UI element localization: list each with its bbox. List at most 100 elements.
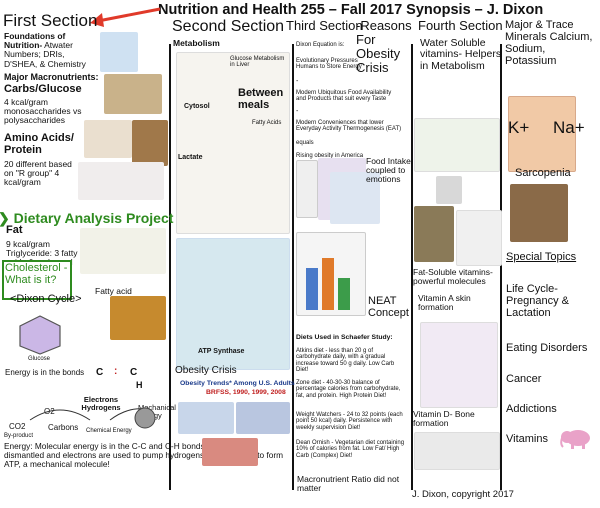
foundations-text: Foundations of Nutrition- Atwater Number… — [4, 31, 100, 69]
quinoa-image — [132, 120, 168, 166]
glucose-label: Glucose — [28, 356, 51, 362]
skin-cells-diagram — [420, 322, 498, 408]
fourth-section-subtitle: Water Soluble vitamins- Helpers in Metab… — [420, 37, 502, 72]
peptide-diagram — [84, 120, 132, 158]
weight-watchers-text: Weight Watchers - 24 to 32 points (each … — [296, 412, 403, 431]
cholesterol-box[interactable]: Cholesterol -What is it? — [2, 260, 72, 300]
triglyceride-diagram — [80, 228, 166, 274]
obesity-map-1990 — [178, 402, 234, 434]
dap-label: Dietary Analysis Project — [13, 210, 174, 226]
evolutionary-pressures: Evolutionary Pressures Humans to Store E… — [296, 58, 362, 71]
co2-label: CO2 — [9, 422, 26, 431]
carbon-label-2: C — [130, 367, 138, 378]
topic-life-cycle: Life Cycle- Pregnancy & Lactation — [506, 283, 569, 319]
copyright-footer: J. Dixon, copyright 2017 — [412, 489, 514, 500]
modern-food-availability: Modern Ubiquitous Food Availability and … — [296, 90, 392, 103]
obesity-trends-title: Obesity Trends* Among U.S. Adults — [180, 380, 295, 387]
vitamin-a-label: Vitamin A skin formation — [418, 293, 471, 313]
cytosol-label: Cytosol — [184, 103, 210, 110]
second-section-heading: Second Section — [172, 18, 285, 35]
amino-heading: Amino Acids/ Protein — [4, 132, 74, 156]
elephant-icon — [560, 430, 590, 449]
byproduct-label: By-product — [4, 433, 34, 439]
obesity-map-1999 — [236, 402, 290, 434]
vitamin-d-label: Vitamin D- Bone formation — [413, 409, 475, 429]
carbon-colon: : — [114, 366, 118, 377]
column-divider-3 — [411, 44, 413, 490]
diets-title: Diets Used in Schaefer Study: — [296, 334, 393, 341]
liver-metabolism-diagram — [176, 52, 290, 234]
electrons-label: Electrons Hydrogens — [81, 395, 121, 413]
glucose-metabolism-label: Glucose Metabolism in Liver — [230, 56, 285, 69]
atp-synthase-label: ATP Synthase — [198, 348, 245, 355]
obesity-bar-chart-1 — [296, 160, 318, 218]
plus-sign-1: - — [296, 78, 299, 85]
dietary-analysis-project[interactable]: ❯ Dietary Analysis Project ❮ — [0, 211, 189, 226]
glucose-ring-icon — [100, 32, 138, 72]
energy-note: Energy: Molecular energy is in the C-C a… — [4, 441, 284, 469]
obesity-map-2008 — [202, 438, 258, 466]
bone-diagram — [414, 432, 500, 470]
dap-arrow-left: ❯ — [0, 210, 14, 226]
fatty-acid-label: Fatty acid — [95, 286, 132, 296]
minerals-heading: Major & Trace Minerals Calcium, Sodium, … — [505, 19, 593, 67]
oatmeal-image — [104, 74, 162, 114]
atkins-diet-text: Atkins diet - less than 20 g of carbohyd… — [296, 348, 395, 374]
oil-bottle-image — [110, 296, 166, 340]
intestinal-cells-image — [508, 96, 576, 172]
between-meals-label: Between meals — [238, 87, 284, 111]
sodium-ion: Na+ — [553, 119, 585, 137]
pyruvate-dehydrogenase-diagram — [414, 118, 500, 172]
column-divider-4 — [500, 44, 502, 490]
foundations-detail: Atwater Numbers; DRIs, D'SHEA, & Chemist… — [4, 40, 86, 69]
amino-molecule — [78, 162, 164, 200]
equals-label: equals — [296, 140, 314, 146]
obesity-crisis-label: Obesity Crisis — [175, 365, 237, 376]
topic-vitamins: Vitamins — [506, 433, 548, 445]
neat-concept-label: NEAT Concept — [368, 295, 409, 319]
sodium-ion-label: Na+ — [553, 118, 585, 137]
arrow-left-icon — [90, 7, 161, 27]
potassium-ion: K+ — [508, 119, 529, 137]
sarcopenia-label: Sarcopenia — [515, 167, 571, 179]
page-title: Nutrition and Health 255 – Fall 2017 Syn… — [158, 2, 544, 18]
fat-soluble-diagram — [456, 210, 502, 266]
neat-bars — [306, 258, 350, 310]
topic-addictions: Addictions — [506, 403, 557, 415]
painting-image — [414, 206, 454, 262]
topic-eating-disorders: Eating Disorders — [506, 342, 588, 354]
column-divider-1 — [169, 44, 171, 490]
brain-reward-diagram-2 — [330, 172, 380, 224]
macronutrients-heading: Major Macronutrients: — [4, 72, 99, 82]
macronutrient-ratio-label: Macronutrient Ratio did not matter — [297, 474, 400, 494]
zone-diet-text: Zone diet - 40-30-30 balance of percenta… — [296, 380, 401, 399]
ornish-diet-text: Dean Ornish - Vegetarian diet containing… — [296, 440, 405, 459]
chemical-energy-label: Chemical Energy — [86, 428, 132, 434]
column-divider-2 — [292, 44, 294, 490]
glucose-ring-icon — [19, 315, 61, 355]
metabolism-heading: Metabolism — [173, 38, 220, 48]
energy-bonds-label: Energy is in the bonds — [5, 368, 85, 377]
fourth-section-heading: Fourth Section — [418, 18, 503, 33]
lactate-label: Lactate — [178, 154, 203, 161]
first-section-heading: First Section — [3, 11, 98, 30]
topic-cancer: Cancer — [506, 373, 542, 385]
special-topics-heading: Special Topics — [506, 251, 577, 263]
carbs-text: 4 kcal/gram monosaccharides vs polysacch… — [4, 97, 82, 126]
electric-tower-image — [436, 176, 462, 204]
carbons-label: Carbons — [48, 423, 79, 432]
fat-heading: Fat — [6, 224, 23, 236]
modern-conveniences: Modern Conveniences that lower Everyday … — [296, 120, 402, 133]
third-section-heading: Third Section-Reasons For Obesity Crisis — [286, 19, 363, 33]
obesity-trends-years: BRFSS, 1990, 1999, 2008 — [206, 389, 286, 396]
foundations-label: Foundations of Nutrition- — [4, 31, 66, 51]
bear-image — [510, 184, 568, 242]
atp-synthase-diagram — [176, 238, 290, 370]
rising-obesity-label: Rising obesity in America — [296, 153, 364, 159]
carbs-heading: Carbs/Glucose — [4, 83, 82, 95]
potassium-ion-label: K+ — [508, 118, 530, 137]
obesity-crisis-reasons: -Reasons For Obesity Crisis — [356, 18, 412, 76]
dixon-cycle-heading: <Dixon Cycle> — [10, 293, 82, 305]
atp-cycle-arrows — [29, 407, 156, 429]
fat-soluble-label: Fat-Soluble vitamins- powerful molecules — [413, 267, 493, 287]
